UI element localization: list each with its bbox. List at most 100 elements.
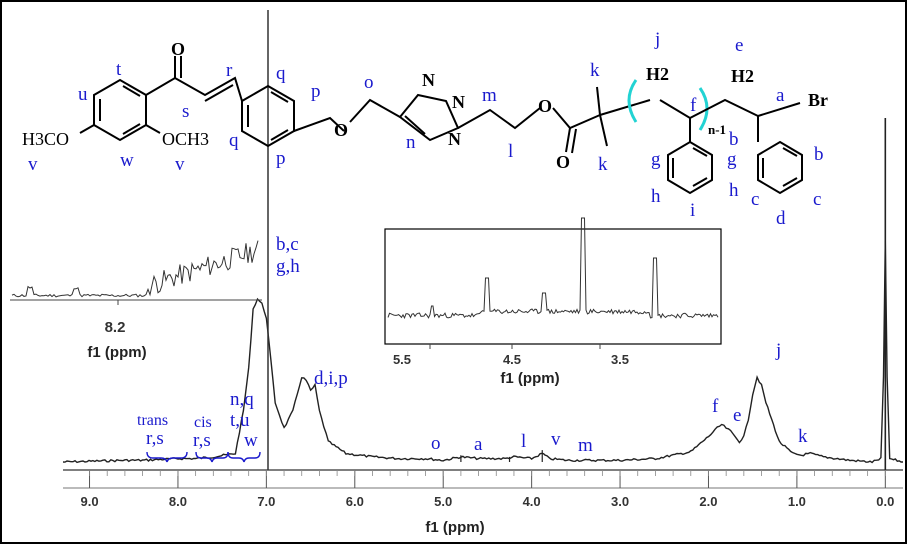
struct-label-t: t [116, 59, 122, 80]
atom-n3: N [448, 129, 461, 149]
peak-label-l: l [521, 431, 526, 452]
peak-label-layer: b,c g,h d,i,p n,q t,u w trans r,s cis r,… [137, 234, 808, 456]
enone-double [204, 84, 234, 102]
atom-o-ether: O [334, 120, 348, 140]
peak-label-k: k [798, 426, 808, 447]
x-tick-label: 3.0 [611, 494, 629, 509]
x-tick-label: 0.0 [876, 494, 894, 509]
linker-chain [457, 107, 541, 130]
atom-br: Br [808, 90, 828, 110]
struct-label-k1: k [590, 60, 600, 81]
inset-middle-frame [384, 228, 722, 345]
atom-n1: N [422, 70, 435, 90]
struct-label-o: o [364, 72, 374, 93]
ring-4-double-3 [782, 177, 798, 187]
struct-label-u: u [78, 84, 88, 105]
repeat-index: n-1 [708, 122, 726, 137]
struct-label-v1: v [28, 154, 38, 175]
struct-label-g2: g [727, 149, 737, 170]
x-tick-label: 2.0 [699, 494, 717, 509]
struct-label-q1: q [276, 63, 286, 84]
peak-label-a: a [474, 434, 483, 455]
struct-label-b2: b [814, 144, 824, 165]
atom-o-ester-carbonyl: O [556, 152, 570, 172]
peak-label-cis: cis [194, 414, 212, 431]
peak-label-trans-rs: r,s [146, 428, 164, 449]
peak-label-f: f [712, 396, 719, 417]
inset-middle: 5.5 4.5 3.5 f1 (ppm) [384, 217, 722, 387]
x-tick-label: 5.0 [434, 494, 452, 509]
x-tick-label: 6.0 [346, 494, 364, 509]
atom-o-ester: O [538, 96, 552, 116]
atom-h2-2: H2 [731, 66, 754, 86]
brace-trans [146, 451, 188, 463]
struct-label-b1: b [729, 129, 739, 150]
atom-h2-1: H2 [646, 64, 669, 84]
br-bond [757, 102, 801, 117]
inset-left-xlabel: f1 (ppm) [87, 344, 146, 361]
ring-2-double-2 [270, 91, 289, 103]
struct-label-f: f [690, 95, 697, 116]
brace-ntuw [227, 451, 261, 463]
ring-3 [667, 140, 713, 195]
peak-label-dip: d,i,p [314, 368, 348, 389]
x-tick-label: 1.0 [788, 494, 806, 509]
peak-label-tu: t,u [230, 410, 250, 431]
inset-middle-xlabel: f1 (ppm) [500, 370, 559, 387]
peak-label-w: w [244, 430, 258, 451]
peak-label-o: o [431, 433, 441, 454]
struct-label-g1: g [651, 149, 661, 170]
tick-layer [89, 470, 886, 488]
inset-left: 8.2 f1 (ppm) [10, 240, 262, 361]
backbone-2 [659, 98, 759, 120]
inset-middle-trace [387, 217, 719, 320]
ome-bond-2 [145, 124, 161, 134]
ome-bond-1 [79, 124, 95, 134]
inset-middle-tick-label-3: 3.5 [611, 352, 629, 367]
enone-chain [145, 76, 243, 102]
x-axis-label: f1 (ppm) [425, 519, 484, 536]
inset-left-tick-label: 8.2 [105, 319, 126, 336]
atom-o-carbonyl: O [171, 39, 185, 59]
ring-4-double-2 [782, 147, 798, 157]
braces [146, 451, 261, 463]
bracket-left [627, 79, 638, 123]
struct-label-h2: h [729, 180, 739, 201]
backbone-1 [599, 99, 651, 116]
atom-h3co: H3CO [22, 129, 69, 149]
ring-1-double-3 [122, 123, 141, 135]
inset-left-trace [11, 240, 259, 298]
struct-label-k2: k [598, 154, 608, 175]
struct-label-a: a [776, 85, 785, 106]
chemical-structure: O H3CO OCH3 O N N N O O H2 H2 Br n-1 u t… [22, 29, 828, 229]
struct-label-d: d [776, 208, 786, 229]
peak-label-j: j [775, 340, 781, 361]
struct-label-p2: p [276, 148, 286, 169]
peak-label-nq: n,q [230, 389, 254, 410]
peak-label-trans: trans [137, 412, 168, 429]
struct-label-e: e [735, 35, 743, 56]
struct-label-v2: v [175, 154, 185, 175]
triazole-double [404, 115, 426, 135]
peak-label-e: e [733, 405, 741, 426]
struct-label-l: l [508, 141, 513, 162]
struct-label-c2: c [813, 189, 821, 210]
struct-label-j: j [654, 29, 660, 50]
methyl-down [599, 114, 608, 147]
methyl-up [596, 86, 601, 116]
x-tick-label: 9.0 [80, 494, 98, 509]
struct-label-c1: c [751, 189, 759, 210]
peak-label-bc: b,c [276, 234, 299, 255]
ring-1-double-2 [122, 85, 141, 97]
peak-label-m: m [578, 435, 593, 456]
struct-label-r: r [226, 60, 233, 81]
inset-middle-tick-label-2: 4.5 [503, 352, 521, 367]
ring-4 [757, 140, 803, 195]
x-tick-label: 8.0 [169, 494, 187, 509]
struct-label-m: m [482, 85, 497, 106]
atom-n2: N [452, 92, 465, 112]
